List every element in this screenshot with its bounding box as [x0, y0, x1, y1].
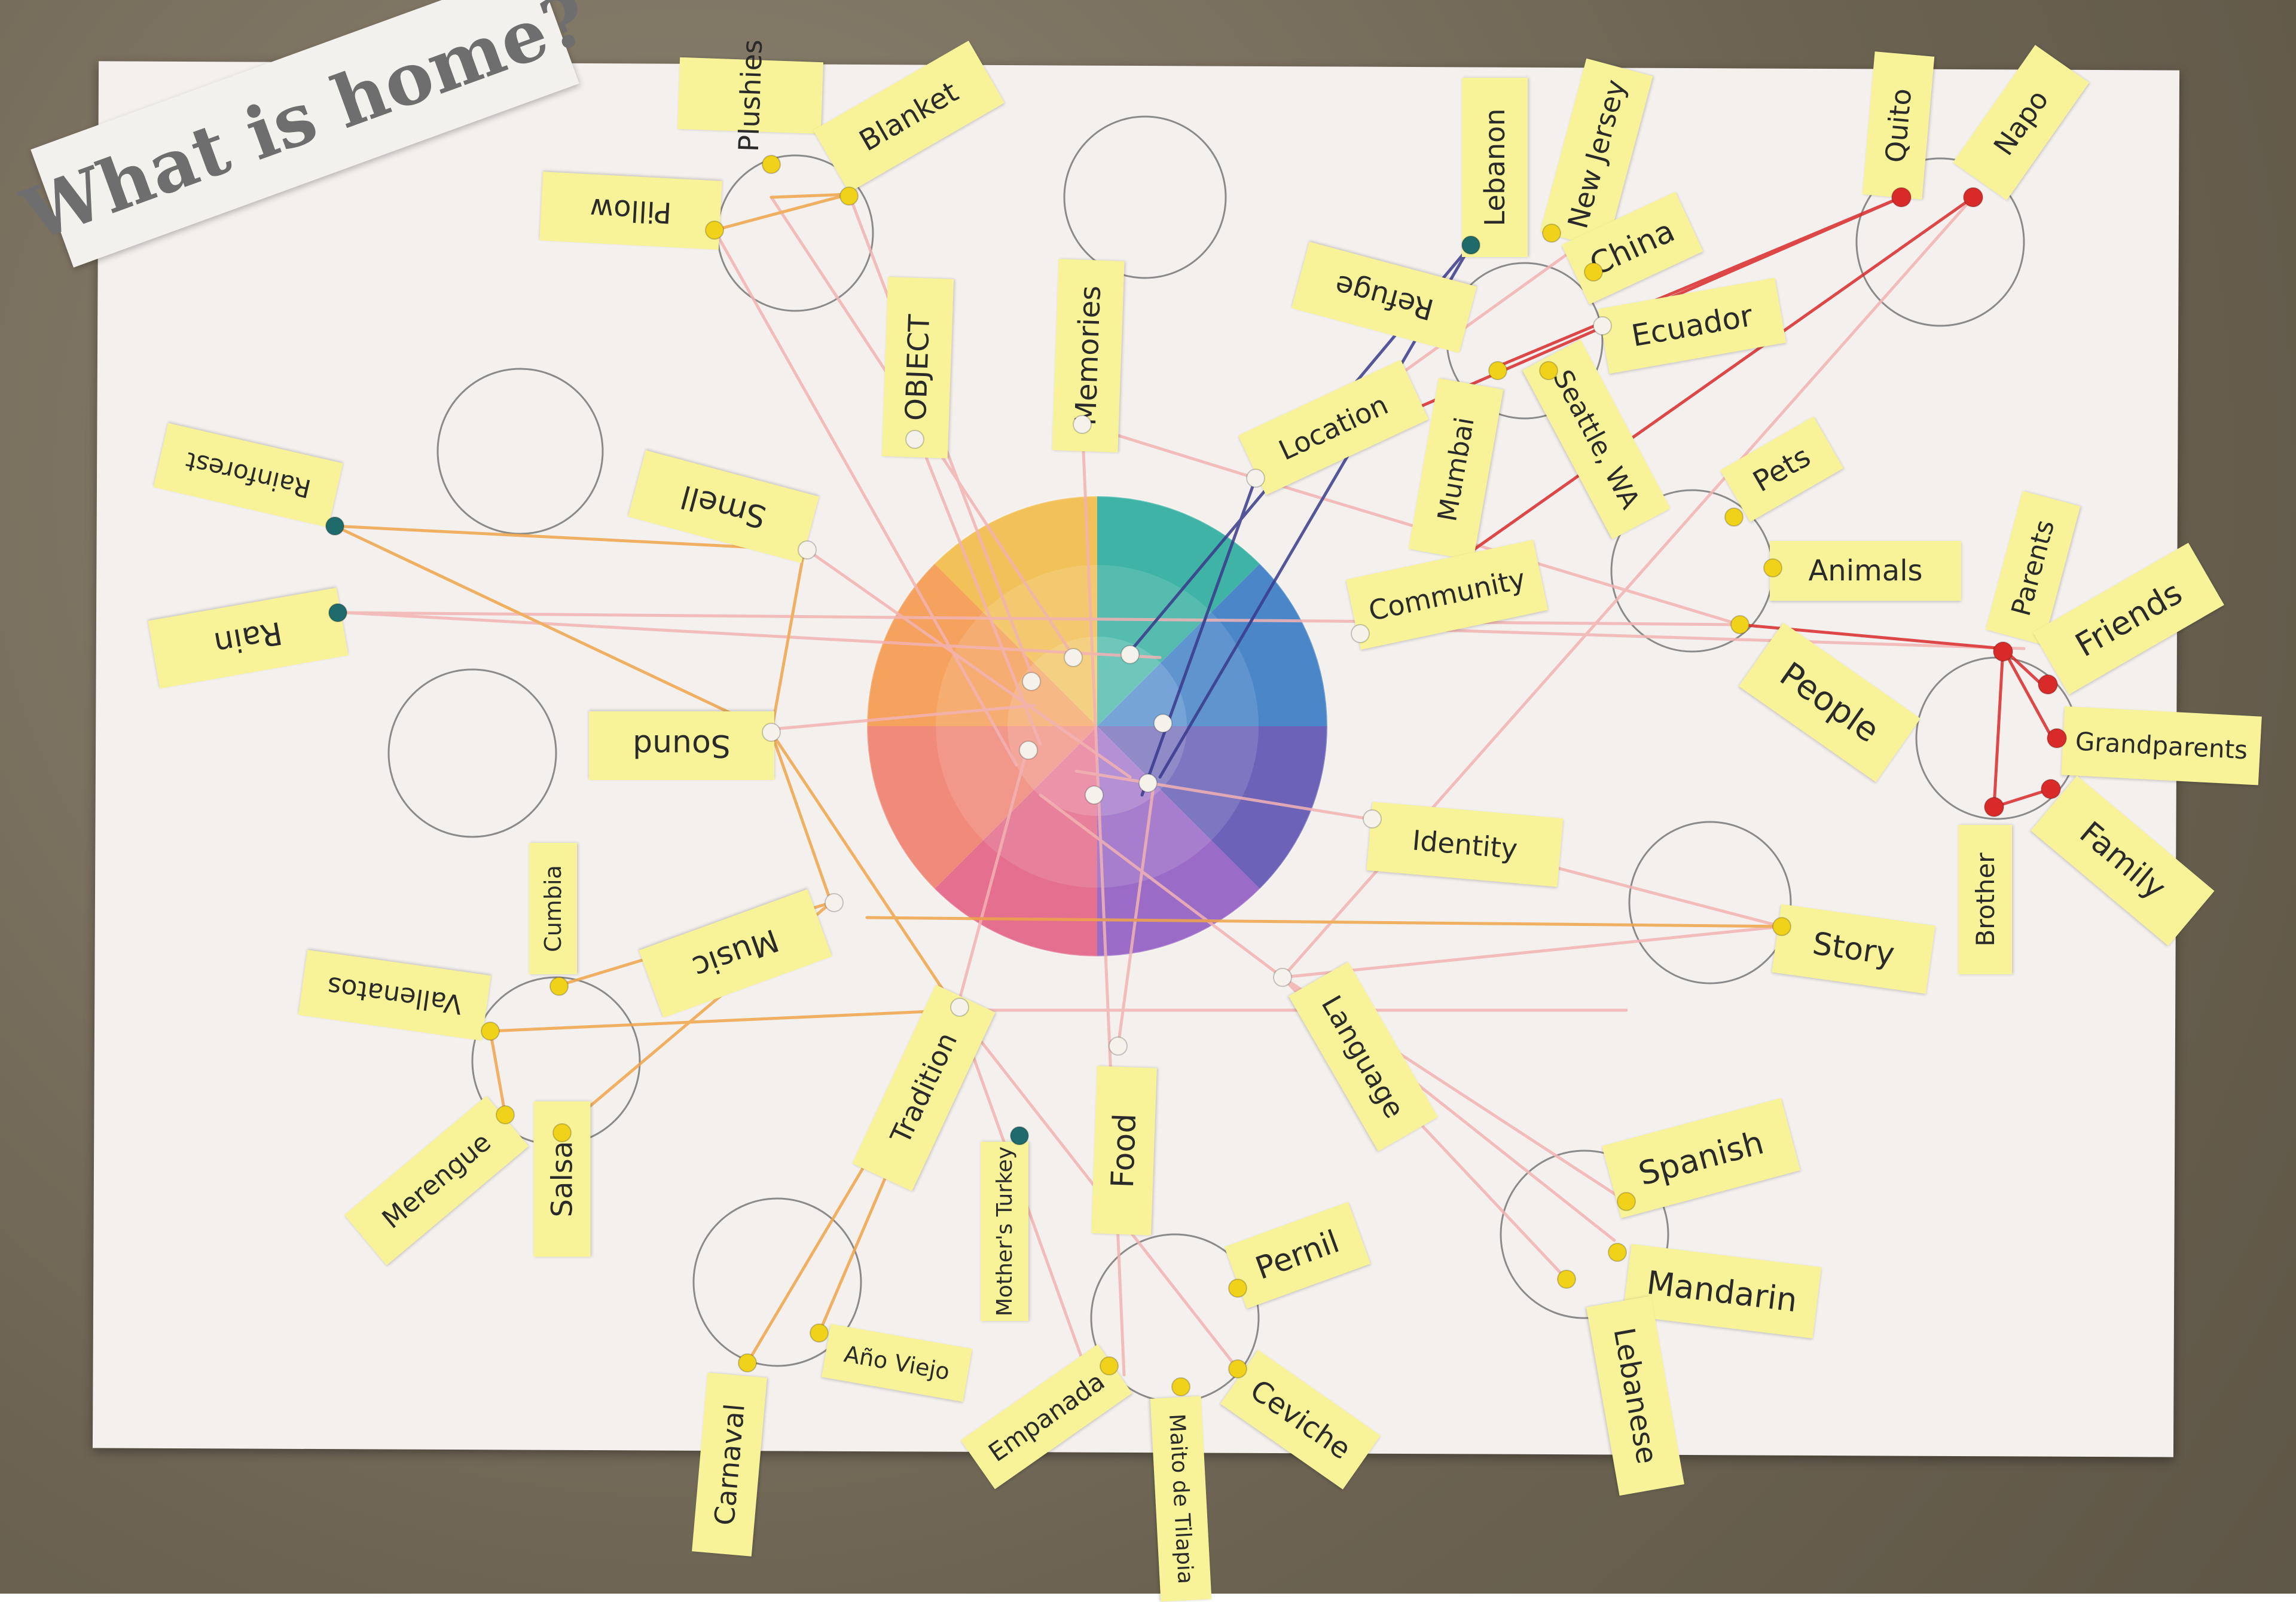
note-label: Memories — [1068, 285, 1108, 427]
note-label: Grandparents — [2074, 726, 2249, 765]
note-label: Pernil — [1251, 1224, 1344, 1287]
note-label: Identity — [1410, 823, 1519, 866]
note-label: Mumbai — [1431, 415, 1480, 524]
note-label: Parents — [2005, 516, 2060, 619]
note-label: Brother — [1970, 852, 2000, 947]
note-label: Mother's Turkey — [992, 1146, 1017, 1317]
note-mothers-turkey: Mother's Turkey — [981, 1142, 1028, 1321]
note-label: Cumbia — [540, 865, 566, 952]
note-label: Salsa — [545, 1141, 579, 1218]
note-label: OBJECT — [899, 314, 937, 421]
note-grandparents: Grandparents — [2061, 706, 2262, 785]
note-brother: Brother — [1958, 825, 2012, 974]
note-label: Año Viejo — [842, 1340, 952, 1386]
note-label: Lebanon — [1479, 108, 1511, 227]
note-label: Ecuador — [1629, 298, 1755, 354]
note-label: Mandarin — [1644, 1263, 1800, 1319]
note-label: Quito — [1879, 87, 1918, 164]
note-label: Pillow — [589, 191, 673, 230]
note-label: Refuge — [1331, 268, 1437, 327]
note-pillow: Pillow — [539, 172, 722, 250]
note-label: Story — [1810, 925, 1897, 973]
note-maito-de-tilapia: Maito de Tilapia — [1150, 1396, 1212, 1602]
note-label: Lebanese — [1607, 1325, 1664, 1467]
note-label: Animals — [1808, 554, 1923, 588]
note-object: OBJECT — [881, 277, 954, 458]
note-cumbia: Cumbia — [529, 843, 577, 974]
note-label: Spanish — [1634, 1123, 1768, 1193]
pencil-circle — [1628, 821, 1792, 985]
note-lebanon: Lebanon — [1462, 78, 1528, 257]
note-quito: Quito — [1862, 51, 1935, 200]
note-label: Plushies — [732, 39, 769, 152]
pencil-circle — [1855, 157, 2025, 327]
note-label: Music — [688, 921, 783, 986]
emotion-wheel — [866, 495, 1329, 958]
pencil-circle — [1063, 115, 1227, 279]
note-plushies: Plushies — [677, 39, 824, 152]
note-label: Rain — [211, 614, 285, 662]
note-label: Maito de Tilapia — [1164, 1413, 1198, 1585]
note-sound: Sound — [589, 711, 774, 780]
pencil-circle — [692, 1197, 862, 1367]
note-food: Food — [1091, 1066, 1157, 1236]
pencil-circle — [1500, 1149, 1669, 1319]
note-animals: Animals — [1770, 541, 1961, 601]
note-label: Sound — [633, 727, 731, 764]
pencil-circle — [387, 668, 557, 838]
note-label: Rainforest — [182, 447, 314, 504]
note-label: Community — [1366, 562, 1528, 628]
note-label: Smell — [677, 478, 770, 536]
note-memories: Memories — [1052, 259, 1125, 453]
note-label: Carnaval — [708, 1402, 751, 1527]
note-label: Vallenatos — [325, 970, 465, 1020]
note-salsa: Salsa — [533, 1101, 591, 1257]
note-label: Food — [1104, 1112, 1144, 1189]
pencil-circle — [436, 368, 604, 535]
